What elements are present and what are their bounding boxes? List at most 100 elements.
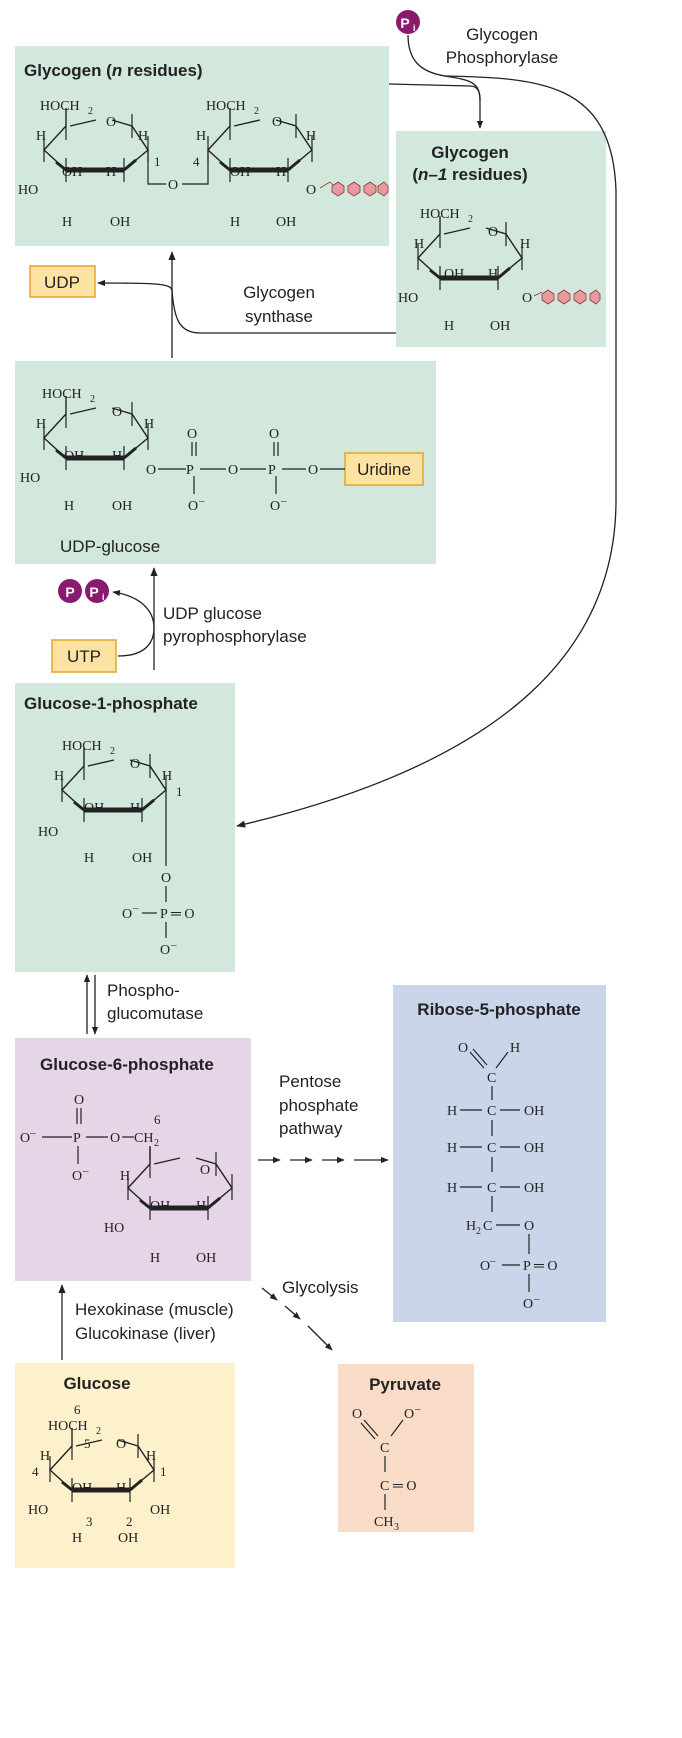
svg-text:H: H [510, 1041, 520, 1056]
svg-text:OH: OH [490, 319, 510, 334]
svg-text:O: O [20, 1131, 30, 1146]
hexokinase-glucokinase-label: Hexokinase (muscle) Glucokinase (liver) [75, 1300, 234, 1343]
svg-text:HOCH: HOCH [420, 207, 460, 222]
svg-text:H: H [447, 1181, 457, 1196]
svg-text:H: H [447, 1141, 457, 1156]
svg-text:HOCH: HOCH [62, 739, 102, 754]
svg-text:HOCH: HOCH [42, 387, 82, 402]
svg-text:O: O [188, 499, 198, 514]
svg-text:HO: HO [104, 1221, 124, 1236]
svg-text:HOCH: HOCH [48, 1419, 88, 1434]
svg-text:UTP: UTP [67, 647, 101, 666]
svg-text:glucomutase: glucomutase [107, 1004, 203, 1023]
svg-text:O: O [480, 1259, 490, 1274]
svg-text:2: 2 [154, 1138, 159, 1149]
svg-text:HO: HO [18, 183, 38, 198]
svg-text:–: – [170, 939, 177, 951]
glucose-1-phosphate-panel [15, 683, 235, 972]
svg-text:P: P [268, 463, 276, 478]
svg-text:H: H [150, 1251, 160, 1266]
svg-text:C: C [380, 1441, 389, 1456]
svg-text:O: O [74, 1093, 84, 1108]
svg-text:O: O [112, 405, 122, 420]
svg-text:O: O [523, 1297, 533, 1312]
svg-text:O: O [160, 943, 170, 958]
svg-text:P: P [73, 1131, 81, 1146]
svg-text:H: H [54, 769, 64, 784]
pyruvate-panel [338, 1364, 474, 1532]
svg-text:H: H [144, 417, 154, 432]
svg-text:H: H [196, 1199, 206, 1214]
svg-text:O: O [122, 907, 132, 922]
phosphoglucomutase-label: Phospho- glucomutase [107, 981, 203, 1023]
svg-text:H: H [162, 769, 172, 784]
svg-text:OH: OH [64, 449, 84, 464]
svg-text:OH: OH [84, 801, 104, 816]
svg-text:OH: OH [524, 1104, 544, 1119]
udp-tag: UDP [29, 265, 96, 298]
svg-text:–: – [132, 902, 139, 914]
glucose-1-phosphate-title: Glucose-1-phosphate [24, 694, 198, 713]
svg-text:HO: HO [20, 471, 40, 486]
svg-text:6: 6 [74, 1402, 81, 1417]
utp-tag: UTP [51, 639, 117, 673]
svg-text:2: 2 [88, 106, 93, 117]
svg-text:Phosphorylase: Phosphorylase [446, 48, 558, 67]
svg-text:OH: OH [230, 165, 250, 180]
svg-text:OH: OH [132, 851, 152, 866]
svg-text:HO: HO [38, 825, 58, 840]
svg-text:O: O [200, 1163, 210, 1178]
udp-glucose-label: UDP-glucose [60, 537, 160, 556]
svg-text:synthase: synthase [245, 307, 313, 326]
svg-text:–: – [533, 1293, 540, 1305]
svg-text:i: i [102, 592, 105, 602]
svg-text:2: 2 [90, 394, 95, 405]
svg-text:UDP glucose: UDP glucose [163, 604, 262, 623]
svg-text:C: C [483, 1219, 492, 1234]
ppi-badge-icon: P P i [58, 579, 109, 603]
svg-text:OH: OH [524, 1141, 544, 1156]
svg-text:–: – [280, 495, 287, 507]
svg-text:P: P [400, 15, 409, 31]
svg-text:–: – [29, 1127, 36, 1139]
svg-text:1: 1 [160, 1464, 167, 1479]
glycogen-synthase-label: Glycogen synthase [243, 283, 315, 326]
svg-text:–: – [414, 1403, 421, 1415]
svg-text:4: 4 [32, 1464, 39, 1479]
svg-text:–: – [82, 1165, 89, 1177]
svg-text:H: H [62, 215, 72, 230]
svg-text:OH: OH [62, 165, 82, 180]
glycogen-phosphorylase-label: Glycogen Phosphorylase [446, 25, 558, 67]
svg-text:6: 6 [154, 1112, 161, 1127]
svg-text:O: O [272, 115, 282, 130]
svg-text:═ O: ═ O [170, 907, 195, 922]
svg-text:H: H [130, 801, 140, 816]
svg-text:2: 2 [468, 214, 473, 225]
svg-text:P: P [65, 584, 74, 600]
svg-text:H: H [414, 237, 424, 252]
svg-text:OH: OH [150, 1199, 170, 1214]
glucose-panel [15, 1363, 235, 1568]
utp-to-ppi-arrow [112, 589, 155, 657]
svg-text:2: 2 [476, 1226, 481, 1237]
pyruvate-title: Pyruvate [369, 1375, 441, 1394]
svg-text:P: P [186, 463, 194, 478]
svg-text:H: H [84, 851, 94, 866]
phosphorylase-to-g1p-arrow [236, 75, 617, 828]
svg-text:H: H [112, 449, 122, 464]
svg-text:O: O [404, 1407, 414, 1422]
svg-text:OH: OH [112, 499, 132, 514]
ribose-5-phosphate-panel [393, 985, 606, 1322]
svg-text:H: H [36, 129, 46, 144]
svg-text:HO: HO [28, 1503, 48, 1518]
glucose-6-phosphate-title: Glucose-6-phosphate [40, 1055, 214, 1074]
svg-text:2: 2 [110, 746, 115, 757]
svg-text:H: H [116, 1481, 126, 1496]
svg-text:H: H [106, 165, 116, 180]
svg-text:HO: HO [398, 291, 418, 306]
svg-text:H: H [447, 1104, 457, 1119]
udp-glucose-pyrophosphorylase-label: UDP glucose pyrophosphorylase [163, 604, 307, 646]
